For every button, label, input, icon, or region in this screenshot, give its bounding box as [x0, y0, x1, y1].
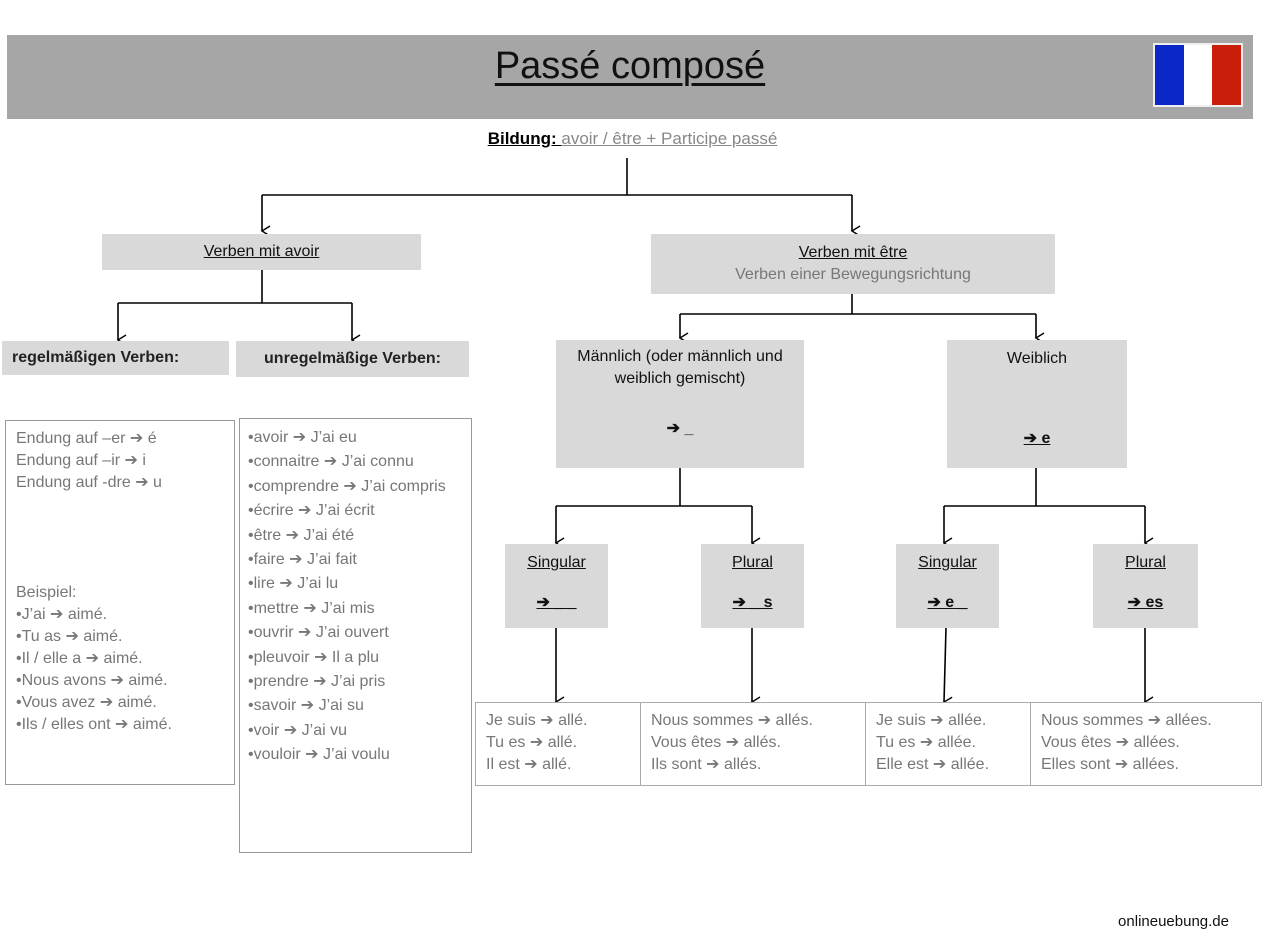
example-item: •Il / elle a ➔ aimé.	[16, 650, 143, 667]
irregular-verbs-title: unregelmäßige Verben:	[264, 350, 441, 367]
conjugation-line: Je suis ➔ allé.	[486, 712, 588, 729]
male-singular-ending: ➔ _ _	[536, 594, 577, 611]
irregular-item: •prendre ➔ J’ai pris	[248, 673, 386, 691]
conjugation-line: Tu es ➔ allée.	[876, 734, 976, 751]
female-plural-ending: ➔ es	[1127, 594, 1164, 611]
irregular-item: •faire ➔ J’ai fait	[248, 551, 357, 569]
flag-stripe-white	[1183, 45, 1213, 105]
formation-label: Bildung:	[487, 129, 562, 148]
female-singular-examples: Je suis ➔ allée. Tu es ➔ allée. Elle est…	[865, 702, 1031, 786]
example-item: •Nous avons ➔ aimé.	[16, 672, 168, 689]
conjugation-line: Tu es ➔ allé.	[486, 734, 578, 751]
irregular-item: •connaitre ➔ J’ai connu	[248, 453, 414, 471]
conjugation-line: Il est ➔ allé.	[486, 756, 572, 773]
conjugation-line: Nous sommes ➔ allés.	[651, 712, 813, 729]
female-plural-label: Plural	[1125, 554, 1166, 571]
irregular-verbs-box: unregelmäßige Verben:	[236, 341, 469, 377]
female-singular-label: Singular	[918, 554, 977, 571]
female-plural-examples: Nous sommes ➔ allées. Vous êtes ➔ allées…	[1030, 702, 1262, 786]
irregular-item: •être ➔ J’ai été	[248, 526, 355, 544]
female-label: Weiblich	[1006, 350, 1068, 367]
conjugation-line: Je suis ➔ allée.	[876, 712, 987, 729]
regular-verbs-title: regelmäßigen Verben:	[12, 349, 180, 366]
header-bar: Passé composé	[7, 35, 1253, 119]
flag-stripe-red	[1212, 45, 1242, 105]
conjugation-line: Vous êtes ➔ allées.	[1041, 734, 1180, 751]
irregular-item: •écrire ➔ J’ai écrit	[248, 502, 375, 520]
male-singular-examples: Je suis ➔ allé. Tu es ➔ allé. Il est ➔ a…	[475, 702, 641, 786]
page-title: Passé composé	[494, 45, 766, 87]
conjugation-line: Nous sommes ➔ allées.	[1041, 712, 1212, 729]
rule-ir: Endung auf –ir ➔ i	[16, 452, 146, 469]
example-item: •Tu as ➔ aimé.	[16, 628, 123, 645]
french-flag-icon	[1153, 43, 1243, 107]
irregular-item: •lire ➔ J’ai lu	[248, 575, 339, 593]
female-box: Weiblich ➔ e	[947, 340, 1127, 468]
irregular-item: •savoir ➔ J’ai su	[248, 697, 364, 715]
female-ending: ➔ e	[1023, 430, 1051, 447]
female-singular-box: Singular ➔ e _	[896, 544, 999, 628]
etre-box: Verben mit être Verben einer Bewegungsri…	[651, 234, 1055, 294]
irregular-item: •pleuvoir ➔ Il a plu	[248, 648, 380, 666]
avoir-box: Verben mit avoir	[102, 234, 421, 270]
arrow	[942, 627, 953, 708]
female-singular-ending: ➔ e _	[927, 594, 968, 611]
male-ending: ➔ _	[666, 420, 694, 437]
source-credit: onlineuebung.de	[1118, 913, 1229, 930]
rule-er: Endung auf –er ➔ é	[16, 430, 157, 447]
male-plural-box: Plural ➔ _ s	[701, 544, 804, 628]
irregular-item: •vouloir ➔ J’ai voulu	[248, 746, 390, 764]
etre-subtitle: Verben einer Bewegungsrichtung	[735, 266, 971, 283]
irregular-verbs-list: •avoir ➔ J’ai eu •connaitre ➔ J’ai connu…	[239, 418, 472, 853]
male-singular-box: Singular ➔ _ _	[505, 544, 608, 628]
example-title: Beispiel:	[16, 584, 77, 601]
male-plural-label: Plural	[732, 554, 773, 571]
regular-verbs-box: regelmäßigen Verben:	[2, 341, 229, 375]
formation-rule: Bildung: avoir / être + Participe passé	[0, 129, 1265, 149]
male-label: Männlich (oder männlich und weiblich gem…	[577, 348, 783, 387]
male-plural-ending: ➔ _ s	[732, 594, 773, 611]
conjugation-line: Vous êtes ➔ allés.	[651, 734, 781, 751]
conjugation-line: Ils sont ➔ allés.	[651, 756, 762, 773]
male-plural-examples: Nous sommes ➔ allés. Vous êtes ➔ allés. …	[640, 702, 866, 786]
flag-stripe-blue	[1155, 45, 1184, 105]
regular-verbs-list: Endung auf –er ➔ é Endung auf –ir ➔ i En…	[5, 420, 235, 785]
example-item: •J’ai ➔ aimé.	[16, 606, 108, 623]
irregular-item: •avoir ➔ J’ai eu	[248, 429, 357, 446]
male-singular-label: Singular	[527, 554, 586, 571]
example-item: •Ils / elles ont ➔ aimé.	[16, 716, 172, 733]
irregular-item: •comprendre ➔ J’ai compris	[248, 477, 446, 495]
conjugation-line: Elle est ➔ allée.	[876, 756, 990, 773]
irregular-item: •voir ➔ J’ai vu	[248, 721, 348, 739]
irregular-item: •mettre ➔ J’ai mis	[248, 599, 375, 617]
conjugation-line: Elles sont ➔ allées.	[1041, 756, 1179, 773]
etre-title: Verben mit être	[798, 244, 908, 261]
male-box: Männlich (oder männlich und weiblich gem…	[556, 340, 804, 468]
female-plural-box: Plural ➔ es	[1093, 544, 1198, 628]
example-item: •Vous avez ➔ aimé.	[16, 694, 157, 711]
rule-dre: Endung auf -dre ➔ u	[16, 474, 162, 491]
avoir-title: Verben mit avoir	[203, 243, 320, 260]
irregular-item: •ouvrir ➔ J’ai ouvert	[248, 624, 389, 642]
formation-formula: avoir / être + Participe passé	[561, 129, 778, 148]
